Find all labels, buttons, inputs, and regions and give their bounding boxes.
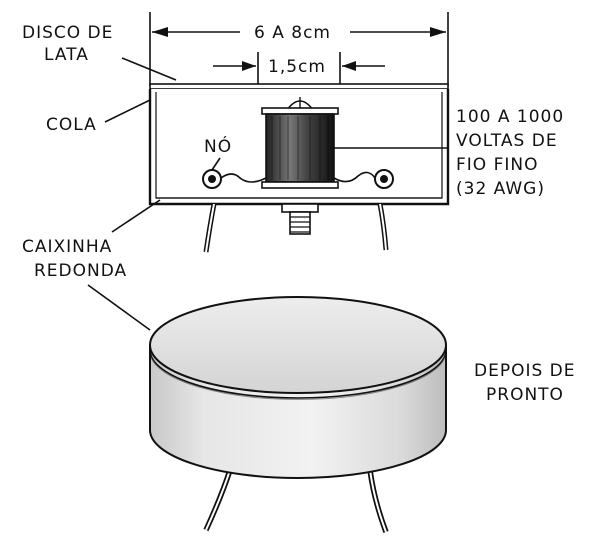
label-round-box-line2: REDONDA — [34, 261, 127, 281]
arrowhead-right — [430, 27, 446, 37]
label-turns-line1: 100 A 1000 — [456, 107, 564, 127]
label-turns-line3: FIO FINO — [456, 155, 538, 175]
dimension-width: 6 A 8cm — [149, 12, 449, 86]
knot-right-center — [380, 175, 388, 183]
wire-right-inside — [333, 171, 376, 183]
knot-left-center — [208, 175, 216, 183]
coil-flange-bottom — [261, 181, 339, 189]
arrowhead-left — [152, 27, 168, 37]
dimension-width-label: 6 A 8cm — [254, 23, 331, 43]
bolt — [289, 211, 311, 235]
dimension-coil-label: 1,5cm — [268, 57, 326, 77]
wire-left-inside — [220, 173, 267, 183]
arrowhead-coil-left — [242, 61, 256, 71]
leader-glue — [104, 99, 151, 123]
label-glue: COLA — [46, 115, 97, 135]
coil — [265, 113, 335, 183]
leader-finished-box — [87, 284, 151, 331]
leader-knot — [211, 157, 221, 171]
label-turns-line4: (32 AWG) — [456, 179, 545, 199]
finished-earphone — [149, 296, 447, 533]
label-after-line1: DEPOIS DE — [474, 361, 576, 381]
label-round-box-line1: CAIXINHA — [22, 237, 112, 257]
label-turns-line2: VOLTAS DE — [456, 131, 558, 151]
cylinder-top — [149, 296, 447, 394]
nut — [281, 203, 319, 213]
coil-flange-top — [261, 107, 339, 115]
label-after-line2: PRONTO — [486, 385, 564, 405]
leader-round-box — [111, 199, 161, 233]
cross-section — [148, 83, 450, 253]
cylinder-rim — [149, 349, 447, 399]
dimension-coil: 1,5cm — [213, 52, 385, 84]
label-knot: NÓ — [204, 135, 232, 157]
tin-disc — [149, 83, 449, 90]
arrowhead-coil-right — [342, 61, 356, 71]
label-disc-line2: LATA — [44, 45, 89, 65]
leader-disc — [121, 57, 177, 81]
label-disc-line1: DISCO DE — [22, 23, 113, 43]
